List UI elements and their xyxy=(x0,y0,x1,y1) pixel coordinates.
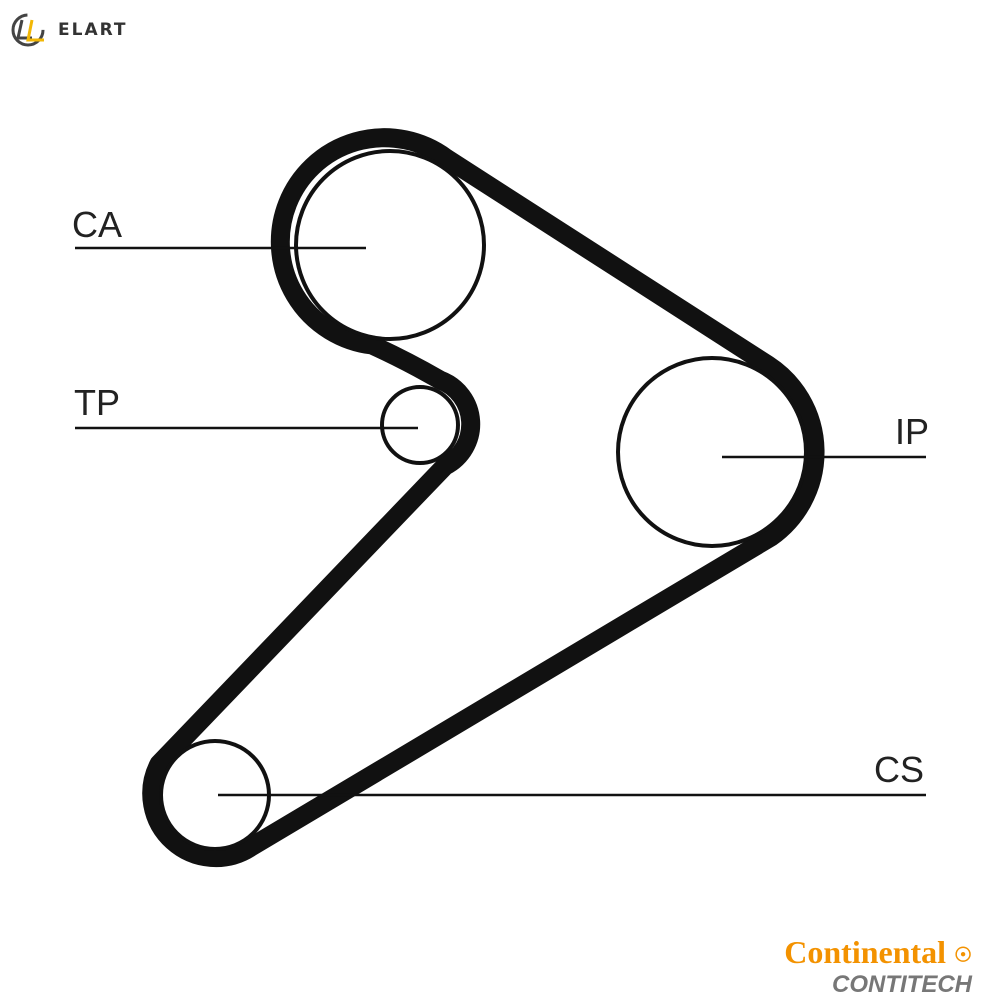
label-ip: IP xyxy=(895,411,929,452)
tensioner-pulley xyxy=(380,385,460,465)
continental-logo-text: Continental xyxy=(784,934,947,970)
horse-emblem-icon: ☉ xyxy=(954,944,972,967)
contitech-logo-text: CONTITECH xyxy=(832,970,972,998)
elart-logo-text: ELART xyxy=(58,20,128,40)
elart-logo-icon xyxy=(11,13,45,47)
elart-logo: ELART xyxy=(8,12,128,48)
label-tp: TP xyxy=(74,382,120,423)
intermediate-pulley xyxy=(616,356,808,548)
label-ca: CA xyxy=(72,204,122,245)
camshaft-pulley xyxy=(294,149,486,341)
timing-belt xyxy=(142,128,825,868)
label-cs: CS xyxy=(874,749,924,790)
continental-contitech-logo: Continental ☉ CONTITECH xyxy=(784,936,972,998)
